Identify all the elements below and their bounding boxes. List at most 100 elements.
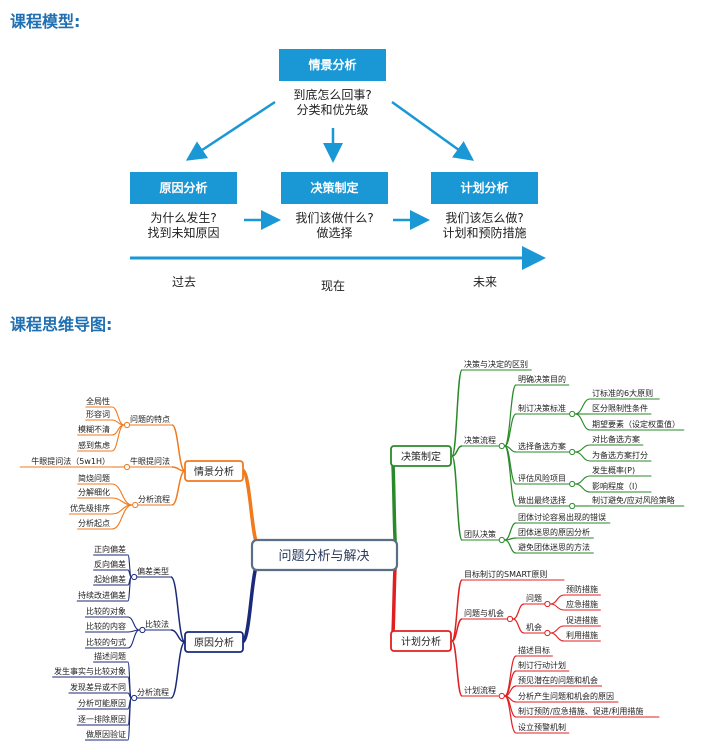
box-line: 做选择 [316,226,353,240]
plan-smart: 目标制订的SMART原则 [464,569,547,579]
plan-process: 计划流程 [464,685,496,695]
collapse-dot [498,442,505,450]
decision-criteria-item: 订标准的6大原则 [592,388,653,398]
branch-line [451,618,463,642]
situation-flow-item: 优先级排序 [70,503,110,513]
branch-line [171,424,186,472]
branch-line [127,697,132,741]
plan-opportunity-item: 利用措施 [566,630,598,640]
branch-line [170,576,186,643]
branch-line [127,616,140,631]
branch-line [575,444,591,453]
cause-deviation-item: 起始偏差 [94,574,126,584]
section-title-model: 课程模型: [10,12,81,31]
decision-team: 团队决策 [464,529,496,539]
collapse-dot [544,600,551,608]
timeline-past-label: 过去 [172,275,197,289]
branch-line [111,424,125,452]
decision-difference: 决策与决定的区别 [464,359,528,369]
decision-process: 决策流程 [464,435,496,445]
collapse-dot [498,536,505,544]
collapse-dot [132,501,139,509]
cause-flow-item: 描述问题 [94,651,126,661]
timeline-future-label: 未来 [473,275,498,289]
cause-compare-label: 比较法 [145,619,169,629]
branch-line [575,483,591,493]
branch-line [127,576,132,602]
situation-bullseye-item: 牛眼提问法（5w1H） [31,456,110,466]
branch-line [111,419,125,426]
situation-feature-item: 模糊不清 [78,424,110,434]
model-box-decision: 决策制定 我们该做什么?做选择 [281,172,388,245]
branch-line [240,468,262,550]
branch-line [240,558,262,644]
model-box-plan: 计划分析 我们该怎么做?计划和预防措施 [431,172,538,245]
node-plan [390,630,452,652]
situation-feature-item: 感到焦虑 [78,440,110,450]
box-title: 原因分析 [130,172,237,204]
cause-flow-item: 发生事实与比较对象 [54,666,126,676]
collapse-dot [506,615,514,623]
collapse-dot [123,421,131,429]
box-line: 到底怎么回事? [293,88,372,102]
branch-line [504,413,517,447]
cause-compare-item: 比较的内容 [86,621,126,631]
decision-final: 做出最终选择 [518,495,566,505]
decision-final-item: 制订避免/应对风险策略 [592,495,675,505]
decision-team-item: 避免团体迷思的方法 [518,542,590,552]
cause-flow-item: 做原因验证 [86,729,126,739]
node-decision [390,445,452,467]
collapse-dot [498,692,505,700]
branch-line [504,539,517,554]
situation-flow-label: 分析流程 [138,494,170,504]
model-arrows [130,100,546,270]
box-line: 为什么发生? [150,211,217,225]
branch-line [575,413,591,431]
decision-alternatives: 选择备选方案 [518,441,566,451]
decision-team-item: 团体迷思的原因分析 [518,527,590,537]
arrow-top-to-right [391,100,475,161]
collapse-dot [569,448,576,456]
box-line: 找到未知原因 [147,226,220,240]
cause-flow-item: 逐一排除原因 [78,714,126,724]
collapse-dot [569,502,576,510]
collapse-dot [131,573,138,581]
decision-criteria-item: 期望要素（设定权重值） [592,419,680,429]
branch-line [390,558,398,643]
branch-line [575,398,591,415]
cause-deviation-item: 反向偏差 [94,559,126,569]
cause-flow-item: 发现差异或不同 [70,682,126,692]
branch-line [451,445,463,457]
branch-line [550,603,565,611]
node-decision-label: 决策制定 [401,450,441,463]
branch-line [170,629,186,643]
decision-risk-item: 影响程度（I） [592,481,642,491]
branch-line [504,445,517,507]
plan-process-item: 设立预警机制 [518,722,566,732]
plan-problem-item: 预防措施 [566,584,598,594]
decision-purpose: 明确决策目的 [518,374,566,384]
collapse-dot [123,463,131,471]
branch-line [504,522,517,541]
section-title-mindmap: 课程思维导图: [10,315,113,334]
situation-flow-item: 分解细化 [78,487,110,497]
situation-feature-item: 形容词 [86,409,110,419]
cause-flow-label: 分析流程 [137,687,169,697]
box-title: 情景分析 [279,49,386,81]
decision-risk: 评估风险项目 [518,473,566,483]
arrow-top-to-left [185,100,276,161]
branch-line [451,369,463,457]
model-box-situation: 情景分析 到底怎么回事?分类和优先级 [279,49,386,127]
branch-line [170,641,186,699]
box-line: 计划和预防措施 [442,226,527,240]
collapse-dot [544,629,551,637]
decision-team-item: 团体讨论容易出现的错误 [518,512,606,522]
plan-process-item: 制订行动计划 [518,660,566,670]
plan-problem: 问题 [526,594,542,603]
plan-process-item: 预见潜在的问题和机会 [518,675,598,685]
node-situation-label: 情景分析 [194,465,234,478]
cause-compare-item: 比较的句式 [86,637,126,647]
box-title: 决策制定 [281,172,388,204]
branch-line [575,451,591,462]
